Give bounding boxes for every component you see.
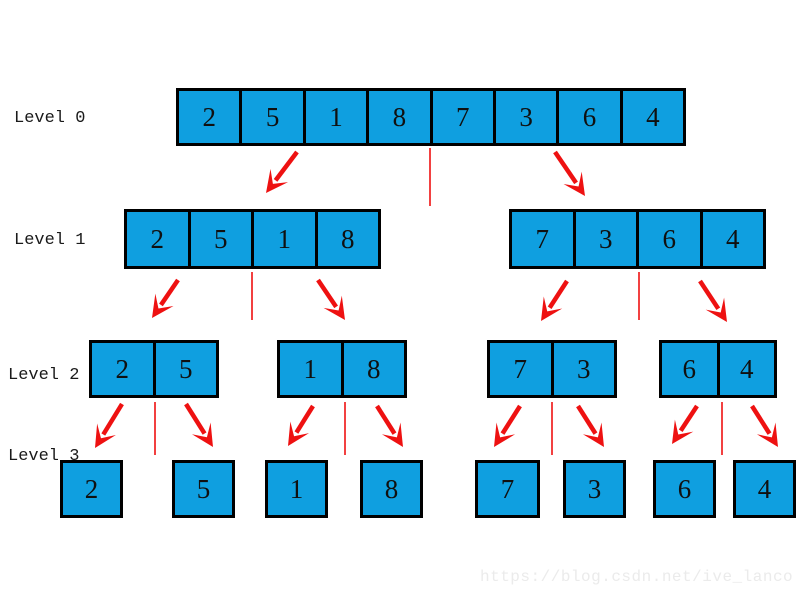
arrow-l0-left-head — [266, 168, 289, 193]
level-label-0: Level 0 — [14, 109, 86, 128]
arrow-l0-right-head — [563, 171, 585, 196]
array-group-l3-g6: 6 — [653, 460, 716, 518]
arrow-l1-g2-left-head — [541, 296, 563, 321]
arrow-l0-left-shaft — [273, 150, 299, 182]
array-cell: 7 — [478, 463, 537, 515]
array-cell: 1 — [268, 463, 325, 515]
array-cell: 4 — [719, 343, 774, 395]
array-cell: 8 — [369, 91, 433, 143]
arrow-l2-g3-right-shaft — [576, 404, 598, 435]
array-cell: 7 — [432, 91, 496, 143]
arrow-l1-g1-left-head — [152, 293, 174, 318]
array-cell: 1 — [280, 343, 344, 395]
array-cell: 6 — [639, 212, 703, 266]
array-cell: 4 — [736, 463, 793, 515]
array-cell: 6 — [559, 91, 623, 143]
arrow-l1-g1-right-shaft — [316, 278, 339, 309]
arrow-l2-g4-left-head — [672, 419, 694, 444]
arrow-l1-g2-left-shaft — [547, 279, 569, 309]
array-group-l3-g2: 1 — [265, 460, 328, 518]
arrow-l0-right-shaft — [553, 150, 578, 185]
array-cell: 2 — [63, 463, 120, 515]
arrow-l2-g2-right-head — [381, 422, 403, 447]
array-cell: 5 — [190, 212, 254, 266]
array-group-l3-g5: 3 — [563, 460, 626, 518]
array-cell: 4 — [622, 91, 683, 143]
array-cell: 1 — [305, 91, 370, 143]
array-cell: 2 — [179, 91, 243, 143]
array-cell: 3 — [495, 91, 560, 143]
arrow-l2-g1-left-head — [95, 423, 116, 448]
arrow-l2-g2-right-shaft — [375, 404, 397, 435]
array-cell: 7 — [490, 343, 554, 395]
array-cell: 8 — [343, 343, 404, 395]
arrow-l2-g4-left-shaft — [678, 404, 699, 433]
arrow-l2-g2-left-shaft — [294, 404, 315, 434]
arrow-l1-g1-left-shaft — [159, 278, 180, 307]
arrow-l1-g1-right-head — [323, 295, 345, 320]
array-group-l3-g1: 5 — [172, 460, 235, 518]
array-cell: 3 — [575, 212, 639, 266]
array-cell: 8 — [363, 463, 420, 515]
array-cell: 3 — [566, 463, 623, 515]
array-cell: 2 — [92, 343, 156, 395]
arrow-l2-g3-left-shaft — [500, 404, 522, 435]
array-group-l3-g4: 7 — [475, 460, 540, 518]
watermark-text: https://blog.csdn.net/ive_lanco — [480, 568, 794, 586]
array-cell: 5 — [175, 463, 232, 515]
array-cell: 6 — [662, 343, 720, 395]
array-cell: 8 — [317, 212, 378, 266]
array-cell: 6 — [656, 463, 713, 515]
array-group-l3-g0: 2 — [60, 460, 123, 518]
arrow-l2-g4-right-head — [756, 422, 778, 447]
arrow-l2-g1-right-shaft — [184, 402, 207, 435]
arrow-l1-g2-right-shaft — [698, 279, 721, 311]
array-group-l3-g7: 4 — [733, 460, 796, 518]
arrow-l2-g1-left-shaft — [101, 402, 124, 436]
array-cell: 3 — [553, 343, 614, 395]
arrow-l1-g2-right-head — [705, 297, 727, 322]
arrow-l2-g3-right-head — [582, 422, 604, 447]
array-cell: 1 — [254, 212, 318, 266]
array-cell: 4 — [702, 212, 763, 266]
arrow-l2-g1-right-head — [191, 422, 213, 447]
array-cell: 5 — [242, 91, 306, 143]
array-cell: 5 — [155, 343, 216, 395]
array-cell: 2 — [127, 212, 191, 266]
arrow-l2-g2-left-head — [288, 421, 309, 446]
arrow-l2-g3-left-head — [494, 422, 516, 447]
level-label-2: Level 2 — [8, 366, 80, 385]
array-cell: 7 — [512, 212, 576, 266]
level-label-1: Level 1 — [14, 231, 86, 250]
arrow-l2-g4-right-shaft — [750, 404, 772, 435]
array-group-l3-g3: 8 — [360, 460, 423, 518]
